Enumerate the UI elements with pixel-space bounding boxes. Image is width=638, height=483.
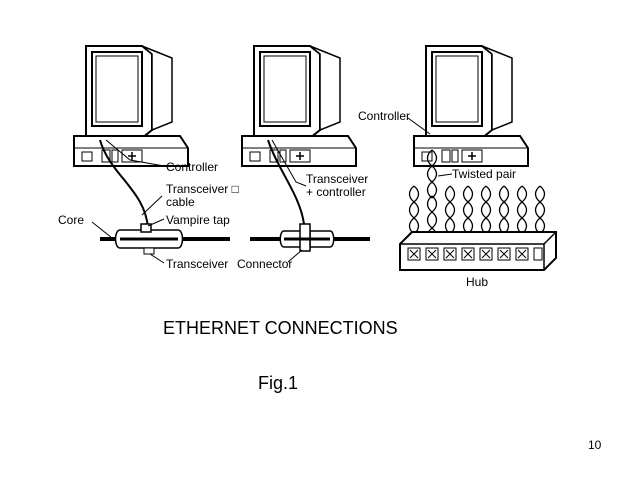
hub-group: Controller Twisted pair Hub	[358, 45, 557, 289]
controller-label: Controller	[358, 109, 410, 123]
computer-icon	[241, 45, 357, 167]
page-number: 10	[588, 438, 602, 452]
core-label: Core	[58, 213, 84, 227]
transceiver-controller-label-2: + controller	[306, 185, 366, 199]
hub-shape	[399, 231, 557, 271]
computer-icon	[73, 45, 189, 167]
transceiver-cable-label-2: cable	[166, 195, 195, 209]
transceiver-controller-label: Transceiver	[306, 172, 368, 186]
transceiver-cable	[99, 139, 149, 229]
vampire-tap-label: Vampire tap	[166, 213, 230, 227]
computer-icon	[413, 45, 529, 167]
thick-ethernet-group: Controller Transceiver □ cable Core Vamp…	[58, 45, 239, 271]
thin-ethernet-group: Transceiver + controller Connector	[237, 45, 370, 271]
controller-label: Controller	[166, 160, 218, 174]
twisted-pair-label: Twisted pair	[452, 167, 516, 181]
transceiver-label: Transceiver	[166, 257, 228, 271]
diagram-caption: ETHERNET CONNECTIONS	[163, 318, 398, 338]
figure-label: Fig.1	[258, 373, 299, 393]
hub-label: Hub	[466, 275, 488, 289]
vampire-tap-shape	[140, 223, 152, 233]
connector-label: Connector	[237, 257, 292, 271]
transceiver-cable-label: Transceiver □	[166, 182, 239, 196]
drop-cable	[267, 139, 305, 225]
